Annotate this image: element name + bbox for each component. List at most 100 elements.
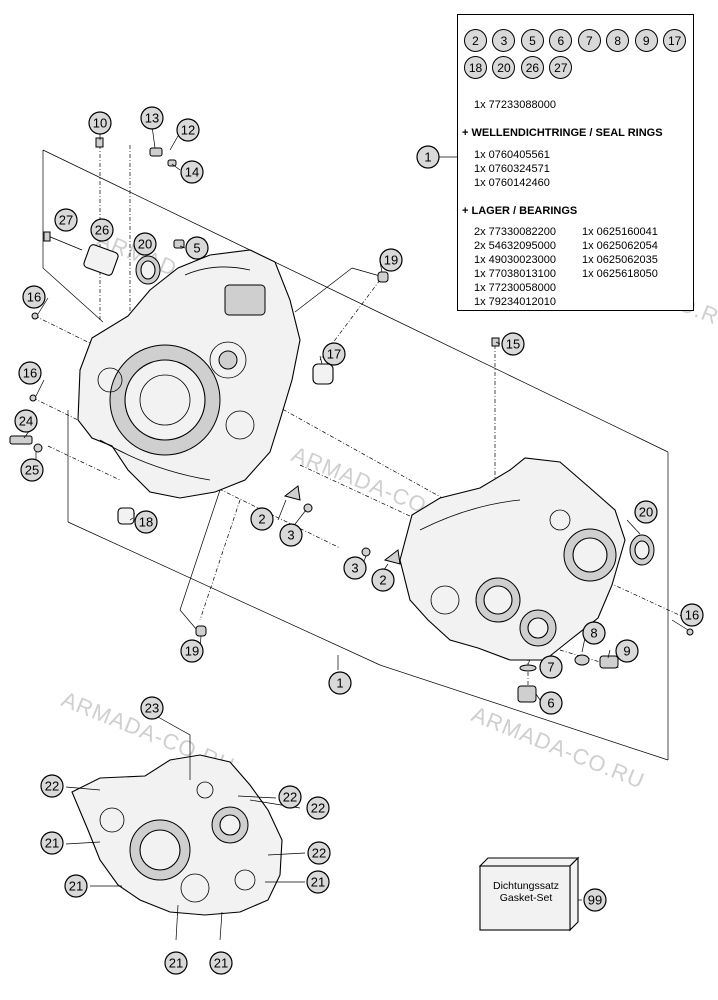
seal-ring-item: 1x 0760405561 (474, 149, 550, 161)
svg-text:20: 20 (639, 505, 653, 520)
main-part-number: 1x 77233088000 (474, 99, 556, 111)
svg-text:10: 10 (93, 116, 107, 131)
svg-text:22: 22 (311, 801, 325, 816)
svg-text:12: 12 (181, 123, 195, 138)
callout-18: 18 (134, 510, 158, 534)
callout-15: 15 (501, 332, 525, 356)
callout-2-right: 2 (371, 568, 395, 592)
callout-9: 9 (615, 639, 639, 663)
bearing-item: 1x 79234012010 (474, 296, 556, 308)
callout-27: 27 (54, 208, 78, 232)
parts-badge: 2 (464, 29, 487, 52)
svg-text:16: 16 (685, 608, 699, 623)
svg-text:7: 7 (547, 660, 554, 675)
svg-text:19: 19 (384, 253, 398, 268)
callout-26: 26 (90, 218, 114, 242)
svg-text:25: 25 (25, 463, 39, 478)
callout-10: 10 (88, 111, 112, 135)
svg-text:21: 21 (169, 956, 183, 971)
svg-text:99: 99 (588, 893, 602, 908)
parts-badge: 18 (464, 56, 487, 79)
svg-text:22: 22 (283, 790, 297, 805)
parts-badge: 8 (606, 29, 630, 52)
svg-text:21: 21 (45, 836, 59, 851)
callout-25: 25 (20, 458, 44, 482)
callout-13: 13 (140, 106, 164, 130)
svg-text:13: 13 (145, 111, 159, 126)
callout-3-left: 3 (279, 523, 303, 547)
svg-text:17: 17 (327, 347, 341, 362)
svg-text:24: 24 (19, 414, 33, 429)
svg-text:18: 18 (139, 515, 153, 530)
callout-24: 24 (14, 409, 38, 433)
callout-17: 17 (322, 342, 346, 366)
svg-text:5: 5 (193, 241, 200, 256)
bearing-item: 1x 49030023000 (474, 254, 556, 266)
callout-20-right: 20 (634, 500, 658, 524)
callout-22-c: 22 (306, 796, 330, 820)
callout-7: 7 (539, 655, 563, 679)
left-crankcase-half (77, 249, 301, 499)
svg-text:19: 19 (185, 644, 199, 659)
parts-badge: 27 (549, 56, 573, 79)
parts-badge: 3 (492, 29, 516, 52)
gasket-kit-box (478, 856, 580, 932)
callout-14: 14 (180, 160, 204, 184)
svg-text:2: 2 (379, 573, 386, 588)
callout-99: 99 (583, 888, 607, 912)
svg-text:27: 27 (59, 213, 73, 228)
callout-19-top: 19 (379, 248, 403, 272)
callout-6: 6 (539, 691, 563, 715)
callout-16-right: 16 (680, 603, 704, 627)
seal-ring-item: 1x 0760142460 (474, 177, 550, 189)
bearing-item: 1x 0625160041 (582, 226, 658, 238)
callout-1-box: 1 (416, 145, 440, 169)
svg-text:1: 1 (336, 676, 343, 691)
svg-text:8: 8 (590, 626, 597, 641)
gasket-kit-label-de: Dichtungssatz (493, 880, 559, 892)
svg-text:22: 22 (312, 846, 326, 861)
callout-8: 8 (582, 621, 606, 645)
parts-badge: 9 (634, 29, 658, 52)
svg-text:21: 21 (69, 879, 83, 894)
exploded-frame (42, 149, 669, 761)
bearing-item: 1x 0625062035 (582, 254, 658, 266)
gasket-kit-label-en: Gasket-Set (499, 892, 553, 904)
parts-badge: 17 (663, 29, 687, 52)
callout-12: 12 (176, 118, 200, 142)
callout-leaders (23, 125, 689, 941)
svg-text:14: 14 (185, 165, 199, 180)
callout-22-a: 22 (40, 774, 64, 798)
bearing-item: 2x 54632095000 (474, 240, 556, 252)
callout-1-bottom: 1 (328, 671, 352, 695)
svg-text:26: 26 (95, 223, 109, 238)
callout-16-mid: 16 (18, 361, 42, 385)
callout-5: 5 (185, 236, 209, 260)
svg-text:15: 15 (506, 337, 520, 352)
callout-23: 23 (140, 696, 164, 720)
callout-19-bottom: 19 (180, 639, 204, 663)
callout-21-a: 21 (40, 831, 64, 855)
crankcase-inner-view (71, 754, 283, 916)
right-crankcase-half (399, 457, 626, 661)
svg-text:6: 6 (547, 696, 554, 711)
bearing-item: 1x 77038013100 (474, 268, 556, 280)
parts-badge: 7 (577, 29, 601, 52)
callout-2-left: 2 (250, 507, 274, 531)
callout-22-b: 22 (278, 785, 302, 809)
svg-text:21: 21 (311, 875, 325, 890)
seal-rings-heading: + WELLENDICHTRINGE / SEAL RINGS (462, 127, 663, 139)
watermark-5: ARMADA-CO.RU (468, 701, 648, 793)
svg-text:20: 20 (138, 237, 152, 252)
callout-21-c: 21 (306, 870, 330, 894)
parts-badge: 6 (549, 29, 573, 52)
bearing-item: 1x 0625062054 (582, 240, 658, 252)
svg-text:3: 3 (287, 528, 294, 543)
svg-text:16: 16 (23, 366, 37, 381)
svg-text:3: 3 (351, 561, 358, 576)
svg-text:2: 2 (258, 512, 265, 527)
seal-ring-item: 1x 0760324571 (474, 163, 550, 175)
bearing-item: 2x 77330082200 (474, 226, 556, 238)
callout-16-top: 16 (22, 285, 46, 309)
